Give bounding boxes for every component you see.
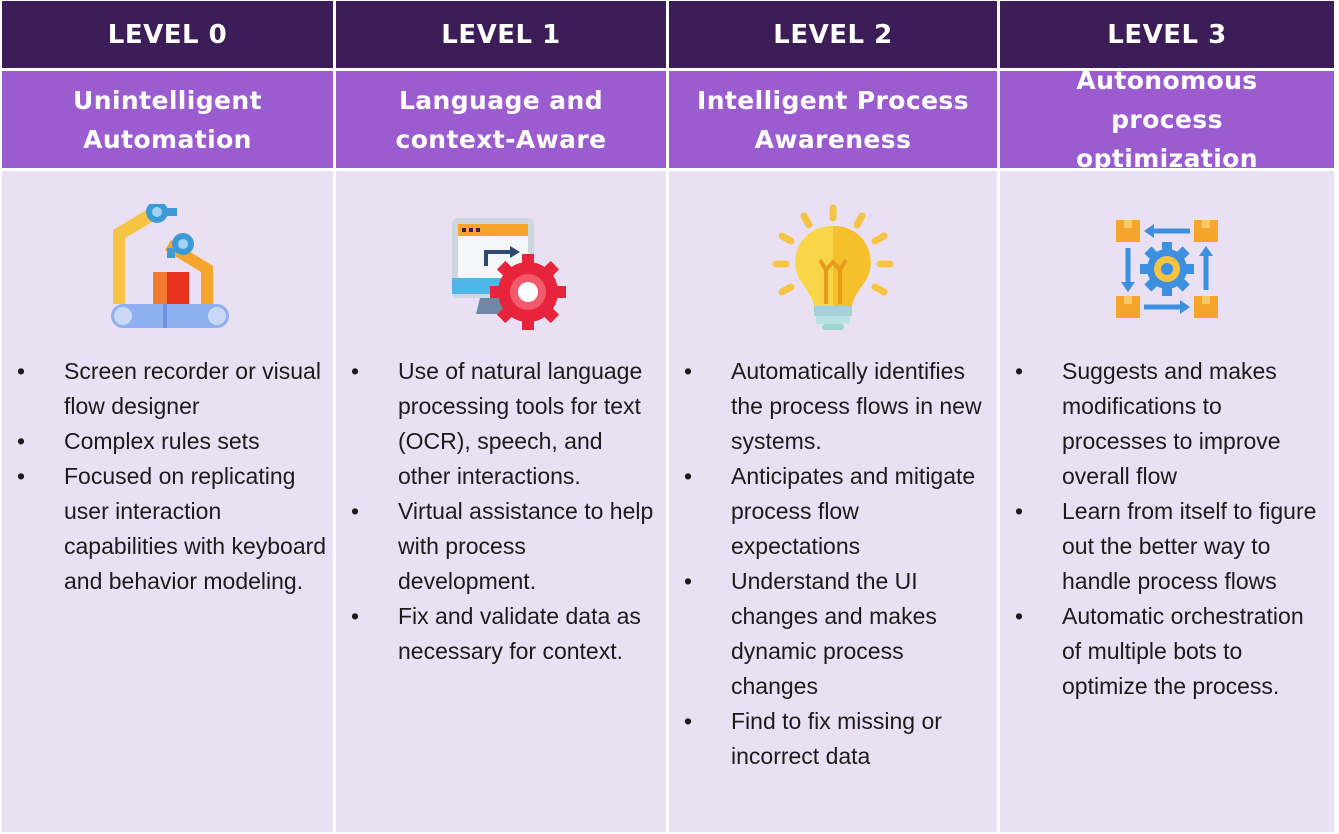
column-level-0: LEVEL 0 Unintelligent Automation (2, 0, 333, 834)
list-item: • Use of natural language processing tool… (336, 354, 660, 494)
bullet-marker: • (1015, 603, 1024, 629)
list-item-text: Automatically identifies the process flo… (731, 358, 982, 454)
list-item-text: Use of natural language processing tools… (398, 358, 643, 489)
list-item: • Anticipates and mitigate process flow e… (669, 459, 991, 564)
bullet-list: • Use of natural language processing tool… (336, 354, 660, 669)
bullet-marker: • (351, 358, 360, 384)
level-body: • Screen recorder or visual flow designer… (2, 171, 333, 832)
level-title: Language and context-Aware (336, 71, 666, 168)
level-title-text: Unintelligent Automation (73, 85, 262, 154)
bullet-marker: • (351, 498, 360, 524)
level-body: • Automatically identifies the process fl… (669, 171, 997, 832)
list-item: • Virtual assistance to help with process… (336, 494, 660, 599)
robotic-arm-conveyor-icon (2, 204, 333, 334)
bullet-marker: • (17, 358, 26, 384)
list-item: • Understand the UI changes and makes dyn… (669, 564, 991, 704)
list-item: • Automatic orchestration of multiple bot… (1000, 599, 1328, 704)
list-item-text: Learn from itself to figure out the bett… (1062, 498, 1317, 594)
level-header: LEVEL 0 (2, 1, 333, 68)
bullet-marker: • (684, 568, 693, 594)
list-item: • Focused on replicating user interaction… (2, 459, 327, 599)
bullet-list: • Automatically identifies the process fl… (669, 354, 991, 774)
list-item-text: Suggests and makes modifications to proc… (1062, 358, 1281, 489)
level-body: • Use of natural language processing tool… (336, 171, 666, 832)
bullet-marker: • (17, 428, 26, 454)
bullet-marker: • (684, 463, 693, 489)
bullet-list: • Suggests and makes modifications to pro… (1000, 354, 1328, 704)
list-item: • Find to fix missing or incorrect data (669, 704, 991, 774)
list-item: • Suggests and makes modifications to pro… (1000, 354, 1328, 494)
list-item-text: Fix and validate data as necessary for c… (398, 603, 641, 664)
bullet-marker: • (1015, 498, 1024, 524)
list-item-text: Find to fix missing or incorrect data (731, 708, 942, 769)
bullet-marker: • (684, 358, 693, 384)
level-header: LEVEL 3 (1000, 1, 1334, 68)
bullet-list: • Screen recorder or visual flow designer… (2, 354, 327, 599)
bullet-marker: • (17, 463, 26, 489)
list-item: • Learn from itself to figure out the bet… (1000, 494, 1328, 599)
list-item-text: Automatic orchestration of multiple bots… (1062, 603, 1304, 699)
list-item: • Screen recorder or visual flow designer (2, 354, 327, 424)
level-header: LEVEL 1 (336, 1, 666, 68)
list-item-text: Focused on replicating user interaction … (64, 463, 327, 594)
level-title-text: Autonomous process optimization (1076, 66, 1258, 173)
list-item-text: Anticipates and mitigate process flow ex… (731, 463, 976, 559)
level-title-text: Intelligent Process Awareness (697, 85, 969, 154)
list-item: • Complex rules sets (2, 424, 327, 459)
bullet-marker: • (1015, 358, 1024, 384)
level-header: LEVEL 2 (669, 1, 997, 68)
column-level-2: LEVEL 2 Intelligent Process Awareness (669, 0, 997, 834)
bullet-marker: • (684, 708, 693, 734)
list-item: • Fix and validate data as necessary for … (336, 599, 660, 669)
level-title-text: Language and context-Aware (395, 85, 607, 154)
list-item-text: Virtual assistance to help with process … (398, 498, 654, 594)
bullet-marker: • (351, 603, 360, 629)
column-level-3: LEVEL 3 Autonomous process optimization (1000, 0, 1334, 834)
gear-process-cycle-icon (1000, 204, 1334, 334)
list-item-text: Screen recorder or visual flow designer (64, 358, 321, 419)
column-level-1: LEVEL 1 Language and context-Aware (336, 0, 666, 834)
level-body: • Suggests and makes modifications to pro… (1000, 171, 1334, 832)
list-item-text: Complex rules sets (64, 428, 260, 454)
monitor-gear-icon (336, 204, 666, 334)
list-item-text: Understand the UI changes and makes dyna… (731, 568, 937, 699)
level-title: Autonomous process optimization (1000, 66, 1334, 173)
lightbulb-icon (669, 204, 997, 334)
level-title: Intelligent Process Awareness (669, 71, 997, 168)
list-item: • Automatically identifies the process fl… (669, 354, 991, 459)
level-title: Unintelligent Automation (2, 71, 333, 168)
